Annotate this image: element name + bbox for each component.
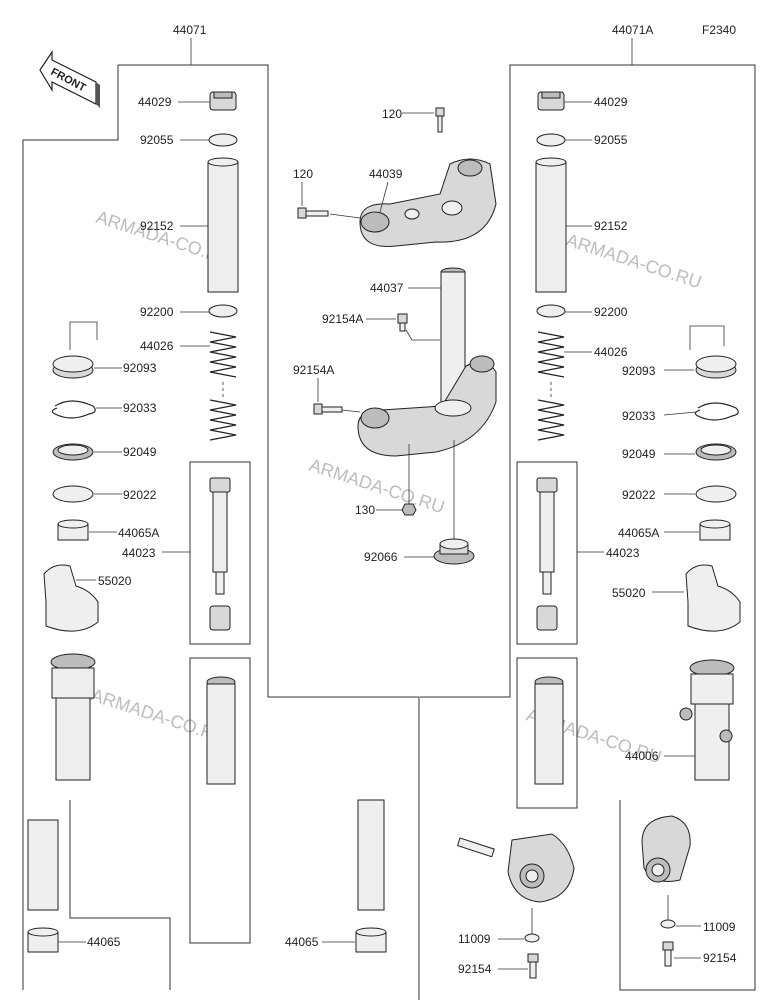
label-92066: 92066 (364, 550, 398, 564)
label-44023-left: 44023 (122, 546, 156, 560)
label-44071: 44071 (173, 23, 207, 37)
label-11009-center: 11009 (458, 932, 491, 946)
assembly-frame-right (420, 64, 632, 698)
o-ring-right (536, 133, 566, 147)
label-92152-left: 92152 (140, 219, 174, 233)
front-arrow-icon: FRONT (39, 50, 100, 108)
circlip-left (51, 400, 96, 419)
axle-holder-center (456, 833, 575, 903)
outer-tube-left (50, 653, 96, 781)
label-44065A-left: 44065A (118, 526, 159, 540)
guide-bush-left (57, 519, 89, 541)
label-92033-right: 92033 (622, 409, 656, 423)
inner-tube-right (534, 676, 564, 785)
label-44023-right: 44023 (606, 546, 640, 560)
bolt-92154-right (662, 941, 674, 967)
slide-bush-center (355, 927, 387, 953)
o-ring-left (208, 133, 238, 147)
washer-92022-left (52, 485, 94, 503)
oil-seal-right (689, 325, 737, 379)
label-44006: 44006 (625, 749, 659, 763)
washer-11009-center (524, 933, 540, 943)
label-92154A-mid: 92154A (293, 363, 334, 377)
bolt-130 (401, 503, 417, 516)
label-120-left: 120 (293, 167, 313, 181)
watermark: ARMADA-CO.RU (307, 455, 447, 518)
damper-rod-right (536, 477, 558, 631)
circlip-right (694, 402, 739, 421)
lower-triple-clamp (357, 355, 497, 457)
damper-rod-left (209, 477, 231, 631)
label-92154-center: 92154 (458, 962, 492, 976)
label-92154-right: 92154 (703, 951, 737, 965)
bolt-120-left (297, 207, 329, 219)
fork-cap-bolt-right (537, 91, 565, 111)
label-120-top: 120 (382, 107, 402, 121)
inner-tube-box-right (516, 657, 578, 809)
figure-code: F2340 (702, 23, 736, 37)
label-92200-right: 92200 (594, 305, 628, 319)
label-44065-left: 44065 (87, 935, 121, 949)
label-44029-left: 44029 (138, 95, 172, 109)
bolt-92154A-top (397, 313, 408, 332)
outer-tube-right (679, 659, 735, 781)
label-92033-left: 92033 (123, 401, 157, 415)
label-44037: 44037 (370, 281, 404, 295)
guide-bush-right (699, 519, 731, 541)
label-92200-left: 92200 (140, 305, 174, 319)
label-92049-left: 92049 (123, 445, 157, 459)
fork-cap-bolt-left (209, 91, 237, 111)
bolt-92154A-mid (313, 403, 343, 415)
lower-tube-left (27, 819, 59, 911)
bolt-92154-center (527, 953, 539, 979)
label-92055-left: 92055 (140, 133, 174, 147)
damper-box-right (516, 461, 578, 645)
label-44071A: 44071A (612, 23, 653, 37)
watermark: ARMADA-CO.RU (564, 230, 704, 293)
slide-bush-left (27, 927, 59, 953)
label-44029-right: 44029 (594, 95, 628, 109)
label-44026-right: 44026 (594, 345, 628, 359)
label-92154A-top: 92154A (322, 312, 363, 326)
label-130: 130 (355, 503, 375, 517)
washer-left (208, 304, 238, 318)
fork-guard-left (43, 564, 99, 632)
spacer-tube-left (207, 157, 239, 293)
fork-guard-right (685, 564, 741, 632)
label-55020-right: 55020 (612, 586, 646, 600)
upper-triple-clamp (359, 158, 497, 247)
inner-tube-box-left (189, 657, 251, 944)
label-92022-right: 92022 (622, 488, 656, 502)
label-92055-right: 92055 (594, 133, 628, 147)
label-44065-center: 44065 (285, 935, 319, 949)
label-92022-left: 92022 (123, 488, 157, 502)
lower-tube-center (357, 799, 385, 911)
dust-seal-left (52, 443, 94, 461)
label-44065A-right: 44065A (618, 526, 659, 540)
label-44039: 44039 (369, 167, 403, 181)
fork-spring-right (537, 331, 565, 441)
label-92049-right: 92049 (622, 447, 656, 461)
fork-spring-left (209, 331, 237, 441)
label-92093-right: 92093 (622, 364, 656, 378)
bolt-120-top (435, 107, 445, 133)
spacer-tube-right (535, 157, 567, 293)
washer-11009-right (660, 919, 676, 929)
dust-seal-right (695, 443, 737, 461)
label-92093-left: 92093 (123, 361, 157, 375)
assembly-frame-left (118, 64, 420, 1000)
label-44026-left: 44026 (140, 339, 174, 353)
washer-92022-right (695, 485, 737, 503)
axle-holder-right (641, 815, 691, 883)
washer-right (536, 304, 566, 318)
label-11009-right: 11009 (703, 920, 736, 934)
label-55020-left: 55020 (98, 574, 132, 588)
damper-box-left (189, 461, 251, 645)
label-92152-right: 92152 (594, 219, 628, 233)
stem-seal-92066 (433, 538, 475, 565)
inner-tube-left (206, 676, 236, 785)
oil-seal-left (52, 321, 98, 379)
